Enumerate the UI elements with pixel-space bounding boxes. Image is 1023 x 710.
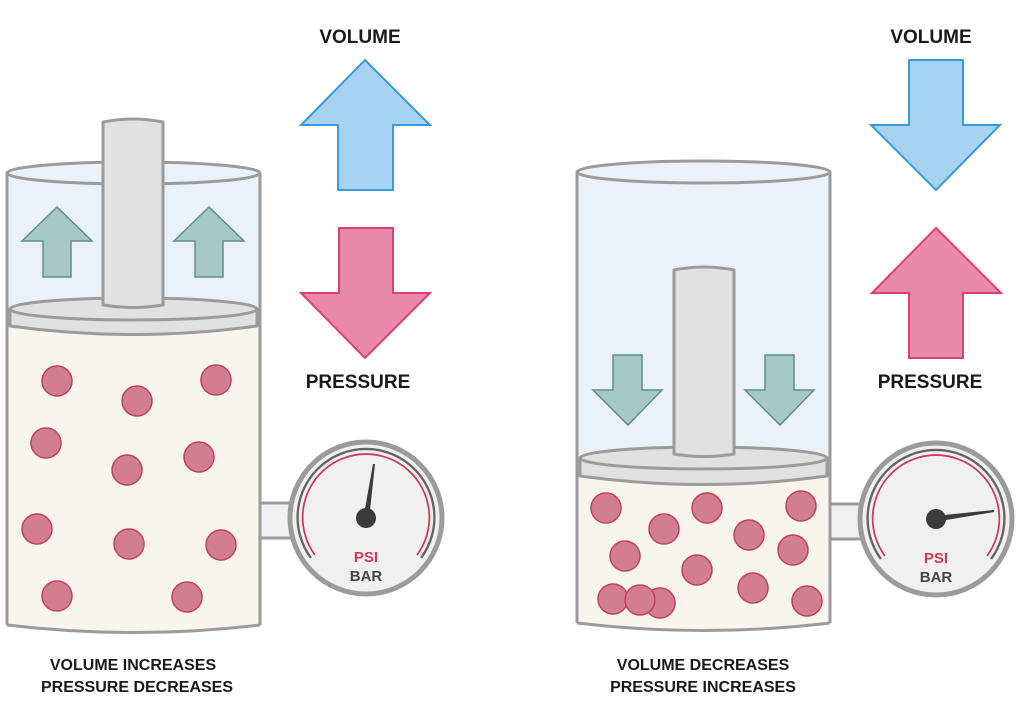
right-piston bbox=[578, 445, 829, 486]
left-pressure-arrow-down-icon bbox=[298, 227, 433, 360]
gas-particle bbox=[624, 584, 656, 616]
gas-particle bbox=[597, 583, 629, 615]
gas-particle bbox=[113, 528, 145, 560]
right-gas-particles bbox=[590, 490, 823, 619]
gas-particle bbox=[171, 581, 203, 613]
right-gauge-unit-psi: PSI bbox=[924, 550, 948, 567]
right-push-arrow-down-icon bbox=[591, 354, 664, 427]
right-volume-arrow-down-icon bbox=[868, 59, 1003, 192]
gas-particle bbox=[41, 580, 73, 612]
right-gauge-hub bbox=[926, 509, 946, 529]
right-pressure-label: PRESSURE bbox=[878, 372, 983, 393]
right-cylinder-bottom bbox=[576, 621, 831, 632]
right-volume-label: VOLUME bbox=[890, 27, 971, 48]
gas-particle bbox=[590, 492, 622, 524]
gas-particle bbox=[30, 427, 62, 459]
gas-particle bbox=[200, 364, 232, 396]
left-gas-particles bbox=[21, 364, 237, 613]
left-piston bbox=[8, 296, 259, 336]
gas-particle bbox=[205, 529, 237, 561]
right-piston-rod bbox=[672, 265, 736, 458]
right-gauge-needle bbox=[934, 510, 994, 522]
right-gauge-outer-scale-arc bbox=[866, 448, 1006, 560]
left-gauge-outer-scale-arc bbox=[296, 447, 436, 559]
right-gauge-unit-bar: BAR bbox=[920, 569, 953, 586]
left-piston-rod bbox=[101, 117, 165, 309]
left-panel: PSI BAR VOLUME PRESSURE VOLUME INCREASES… bbox=[5, 27, 445, 696]
left-push-arrow-up-icon bbox=[20, 205, 94, 278]
left-pressure-gauge: PSI BAR bbox=[287, 439, 445, 597]
gas-particle bbox=[791, 585, 823, 617]
gas-particle bbox=[681, 554, 713, 586]
left-gauge-needle bbox=[363, 464, 375, 520]
right-caption-line2: PRESSURE INCREASES bbox=[610, 679, 796, 696]
left-gauge-red-scale-arc bbox=[301, 453, 431, 556]
right-cylinder-rim bbox=[575, 159, 832, 185]
left-pressure-label: PRESSURE bbox=[306, 372, 411, 393]
gas-particle bbox=[609, 540, 641, 572]
gas-particle bbox=[777, 534, 809, 566]
left-cylinder-bottom bbox=[6, 623, 261, 634]
right-pressure-arrow-up-icon bbox=[869, 226, 1004, 359]
gas-particle bbox=[648, 513, 680, 545]
gas-particle bbox=[183, 441, 215, 473]
left-push-arrow-up-icon bbox=[172, 205, 246, 278]
gas-particle bbox=[737, 572, 769, 604]
right-gauge-red-scale-arc bbox=[871, 454, 1001, 557]
left-volume-label: VOLUME bbox=[319, 27, 400, 48]
left-gauge-hub bbox=[356, 508, 376, 528]
gas-particle bbox=[41, 365, 73, 397]
gas-particle bbox=[121, 385, 153, 417]
gas-particle bbox=[691, 492, 723, 524]
left-volume-arrow-up-icon bbox=[298, 58, 433, 191]
left-gauge-unit-psi: PSI bbox=[354, 549, 378, 566]
gas-particle bbox=[21, 513, 53, 545]
gas-particle bbox=[111, 454, 143, 486]
left-gauge-unit-bar: BAR bbox=[350, 568, 383, 585]
gas-particle bbox=[733, 519, 765, 551]
right-pressure-gauge: PSI BAR bbox=[857, 440, 1015, 598]
right-push-arrow-down-icon bbox=[743, 354, 816, 427]
left-caption-line2: PRESSURE DECREASES bbox=[41, 679, 233, 696]
right-caption-line1: VOLUME DECREASES bbox=[617, 657, 790, 674]
right-panel: PSI BAR VOLUME PRESSURE VOLUME DECREASES… bbox=[575, 27, 1015, 696]
left-caption-line1: VOLUME INCREASES bbox=[50, 657, 217, 674]
gas-particle bbox=[785, 490, 817, 522]
